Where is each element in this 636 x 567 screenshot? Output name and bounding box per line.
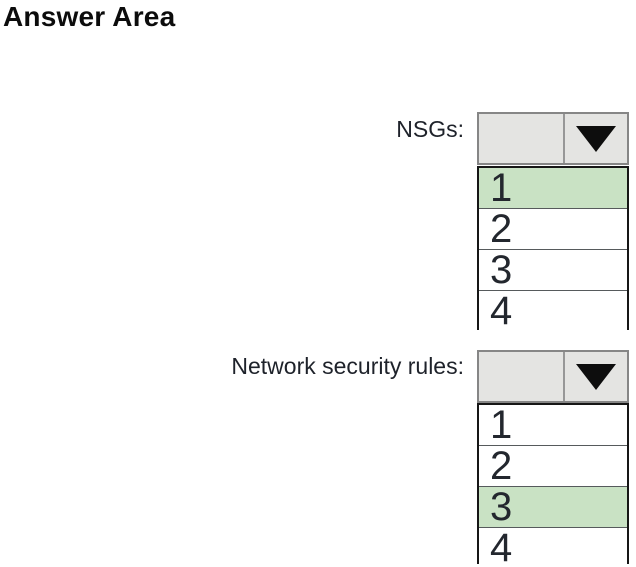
nsgs-options-list: 1 2 3 4 [477, 166, 629, 331]
network-security-rules-options-list: 1 2 3 4 [477, 403, 629, 567]
nsgs-dropdown[interactable] [477, 112, 629, 165]
dropdown-arrow-icon [576, 125, 616, 152]
page-title: Answer Area [3, 1, 176, 32]
nsgs-option-1[interactable]: 1 [479, 168, 627, 208]
network-security-rules-dropdown-arrow-button[interactable] [563, 352, 627, 401]
nsgs-dropdown-arrow-button[interactable] [563, 114, 627, 163]
nsgs-dropdown-value [479, 114, 563, 163]
network-security-rules-option-1[interactable]: 1 [479, 405, 627, 445]
network-security-rules-dropdown-value [479, 352, 563, 401]
network-security-rules-option-4[interactable]: 4 [479, 527, 627, 567]
nsgs-option-4[interactable]: 4 [479, 290, 627, 331]
nsgs-option-3[interactable]: 3 [479, 249, 627, 290]
dropdown-arrow-icon [576, 363, 616, 390]
network-security-rules-dropdown[interactable] [477, 350, 629, 403]
network-security-rules-option-2[interactable]: 2 [479, 445, 627, 486]
question-label-network-security-rules: Network security rules: [231, 353, 464, 379]
network-security-rules-option-3[interactable]: 3 [479, 486, 627, 527]
nsgs-option-2[interactable]: 2 [479, 208, 627, 249]
question-label-nsgs: NSGs: [396, 116, 464, 142]
